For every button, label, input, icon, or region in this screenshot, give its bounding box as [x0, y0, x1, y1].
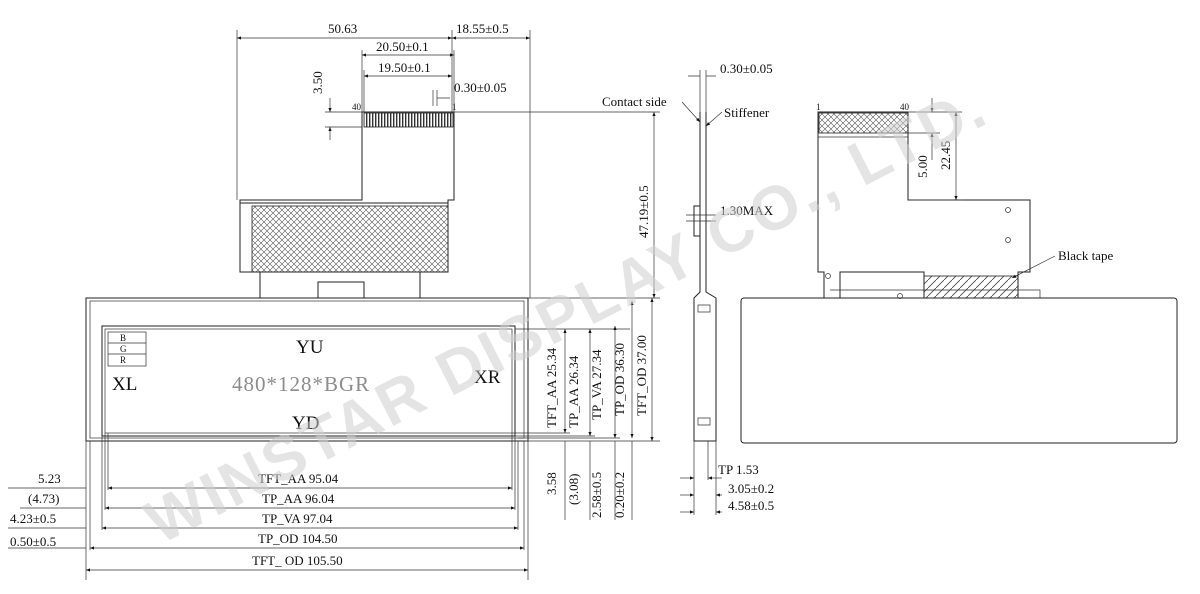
xl-label: XL [112, 374, 137, 395]
dim-2-58: 2.58±0.5 [589, 472, 604, 518]
dim-tft-aa-v: TFT_AA 25.34 [544, 347, 559, 428]
dim-3-08: (3.08) [566, 474, 581, 505]
dim-tp-aa-h: TP_AA 96.04 [262, 491, 335, 506]
back-module-outline [740, 297, 1178, 444]
side-pitch: 0.30±0.05 [720, 61, 773, 76]
tp-outline [89, 300, 525, 439]
side-view: 0.30±0.05 Contact side Stiffener 1.30MAX… [602, 61, 774, 515]
dim-5-23: 5.23 [38, 471, 61, 486]
contact-pads [363, 112, 454, 128]
module-outline [85, 297, 529, 442]
model-label: 480*128*BGR [232, 372, 370, 396]
dim-0-50: 0.50±0.5 [10, 534, 56, 549]
dim-tft-od-h: TFT_ OD 105.50 [252, 553, 343, 568]
stiffener-label: Stiffener [724, 105, 770, 120]
dim-tft-od-v: TFT_OD 37.00 [634, 335, 649, 416]
tp-thk: TP 1.53 [718, 462, 759, 477]
contact-side-label: Contact side [602, 94, 667, 109]
fpc-bend-tabs [259, 272, 421, 299]
back-view: 1 40 5.00 22.45 Black tape [740, 98, 1178, 444]
dim-19-50: 19.50±0.1 [378, 60, 431, 75]
dim-tft-aa-h: TFT_AA 95.04 [258, 471, 339, 486]
dim-50-63: 50.63 [328, 21, 357, 36]
back-contact-pads [818, 112, 909, 134]
pin-40-label: 40 [352, 102, 362, 112]
black-tape-label: Black tape [1058, 248, 1113, 263]
va-frame [101, 325, 516, 437]
dim-20-50: 20.50±0.1 [376, 39, 429, 54]
dim-4-23: 4.23±0.5 [10, 511, 56, 526]
dim-tp-od-h: TP_OD 104.50 [258, 531, 337, 546]
black-tape-area [923, 275, 1019, 299]
pixel-r-label: R [120, 355, 126, 365]
dim-0-30-front: 0.30±0.05 [454, 80, 507, 95]
thk-4-58: 4.58±0.5 [728, 498, 774, 513]
front-view: B G R YU YD XL XR 480*128*BGR 40 1 50.63… [8, 21, 660, 580]
yu-label: YU [296, 337, 324, 358]
back-dim-22-45: 22.45 [938, 141, 953, 170]
back-pin-1: 1 [816, 102, 821, 112]
dim-tp-va-h: TP_VA 97.04 [262, 511, 333, 526]
pixel-b-label: B [120, 333, 126, 343]
dim-3-58: 3.58 [544, 472, 559, 495]
xr-label: XR [474, 367, 501, 388]
dim-18-55: 18.55±0.5 [456, 21, 509, 36]
yd-label: YD [292, 413, 319, 434]
dim-47-19: 47.19±0.5 [636, 185, 651, 238]
dim-3-50: 3.50 [310, 71, 325, 94]
stiffener-area [251, 205, 449, 273]
dim-0-20: 0.20±0.2 [612, 472, 627, 518]
back-dim-5-00: 5.00 [915, 155, 930, 178]
pixel-legend-box [107, 331, 147, 367]
thk-3-05: 3.05±0.2 [728, 481, 774, 496]
aa-frame [104, 328, 513, 434]
dim-tp-od-v: TP_OD 36.30 [612, 343, 627, 416]
dim-4-73: (4.73) [28, 491, 59, 506]
back-pin-40: 40 [900, 102, 910, 112]
dim-tp-va-v: TP_VA 27.34 [589, 349, 604, 420]
pixel-g-label: G [120, 344, 127, 354]
fpc-tail [240, 195, 448, 204]
dim-tp-aa-v: TP_AA 26.34 [566, 355, 581, 428]
stiffener-thk: 1.30MAX [720, 203, 774, 218]
